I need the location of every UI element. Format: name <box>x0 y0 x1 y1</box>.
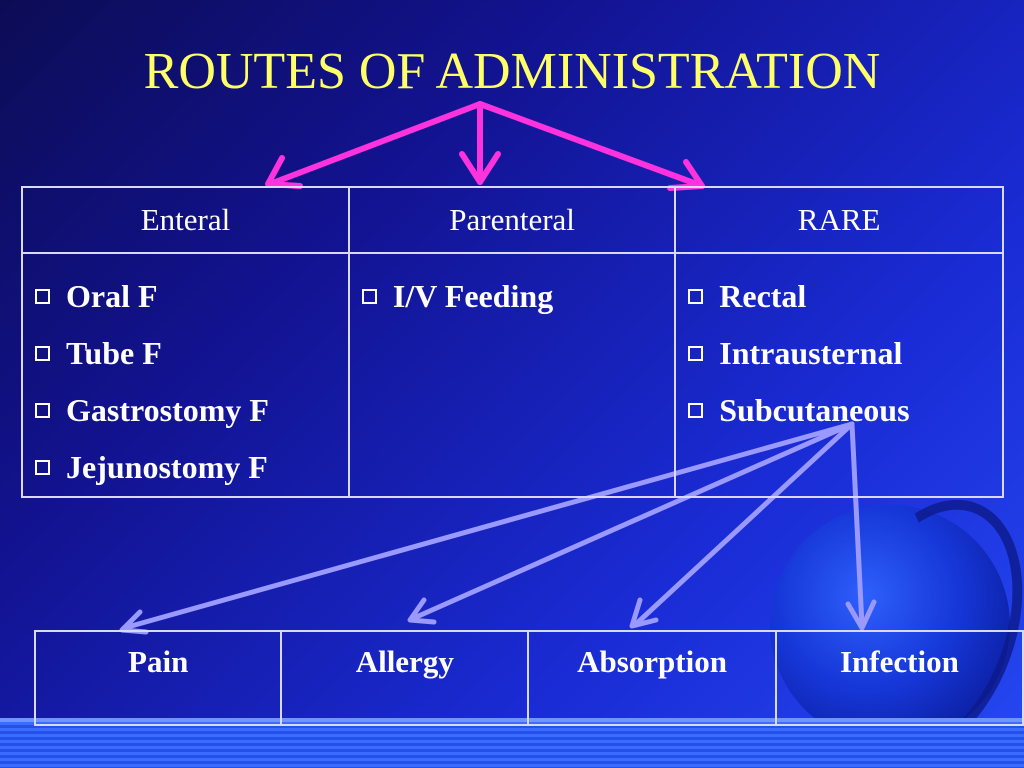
complications-table: Pain Allergy Absorption Infection <box>33 630 1024 726</box>
arrowhead-absorption <box>629 597 659 629</box>
arrowhead-parenteral <box>459 151 501 185</box>
list-item-label: Intrausternal <box>719 335 903 371</box>
list-item-label: Rectal <box>719 278 807 314</box>
arrowhead-enteral <box>265 155 303 189</box>
list-item: Intrausternal <box>688 325 1002 382</box>
cell-pain: Pain <box>33 630 283 726</box>
parenteral-cell: I/V Feeding <box>347 252 677 498</box>
header-enteral: Enteral <box>21 186 350 254</box>
routes-table: Enteral Parenteral RARE Oral F Tube F Ga… <box>21 186 1004 498</box>
arrowhead-rare <box>667 159 705 191</box>
list-item: I/V Feeding <box>361 268 674 325</box>
checkbox-bullet-icon <box>688 403 704 418</box>
checkbox-bullet-icon <box>361 289 377 304</box>
list-item-label: Tube F <box>66 335 162 371</box>
rare-cell: Rectal Intrausternal Subcutaneous <box>674 252 1004 498</box>
list-item: Tube F <box>35 325 348 382</box>
list-item-label: Jejunostomy F <box>66 449 268 485</box>
cell-allergy: Allergy <box>280 630 530 726</box>
list-item-label: Subcutaneous <box>719 392 910 428</box>
routes-body-row: Oral F Tube F Gastrostomy F Jejunostomy … <box>21 252 1004 498</box>
arrowhead-pain <box>119 609 149 635</box>
header-parenteral: Parenteral <box>347 186 677 254</box>
parenteral-list: I/V Feeding <box>350 254 674 325</box>
arrow-to-enteral <box>267 101 483 187</box>
list-item-label: Gastrostomy F <box>66 392 269 428</box>
checkbox-bullet-icon <box>35 346 50 361</box>
cell-absorption: Absorption <box>527 630 777 726</box>
checkbox-bullet-icon <box>35 460 50 475</box>
list-item-label: I/V Feeding <box>392 278 554 314</box>
arrow-to-rare <box>477 101 705 189</box>
enteral-list: Oral F Tube F Gastrostomy F Jejunostomy … <box>23 254 348 496</box>
slide-title: ROUTES OF ADMINISTRATION <box>143 43 881 100</box>
list-item: Gastrostomy F <box>35 382 348 439</box>
list-item: Subcutaneous <box>688 382 1002 439</box>
list-item: Rectal <box>688 268 1002 325</box>
checkbox-bullet-icon <box>688 289 704 304</box>
bottom-band <box>0 722 1024 768</box>
routes-header-row: Enteral Parenteral RARE <box>21 186 1004 254</box>
enteral-cell: Oral F Tube F Gastrostomy F Jejunostomy … <box>21 252 350 498</box>
header-rare: RARE <box>674 186 1004 254</box>
arrowhead-allergy <box>407 597 437 625</box>
checkbox-bullet-icon <box>35 289 50 304</box>
complications-row: Pain Allergy Absorption Infection <box>33 630 1024 726</box>
rare-list: Rectal Intrausternal Subcutaneous <box>676 254 1002 439</box>
list-item: Oral F <box>35 268 348 325</box>
cell-infection: Infection <box>774 630 1024 726</box>
list-item: Jejunostomy F <box>35 439 348 496</box>
list-item-label: Oral F <box>66 278 158 314</box>
checkbox-bullet-icon <box>688 346 704 361</box>
checkbox-bullet-icon <box>35 403 50 418</box>
